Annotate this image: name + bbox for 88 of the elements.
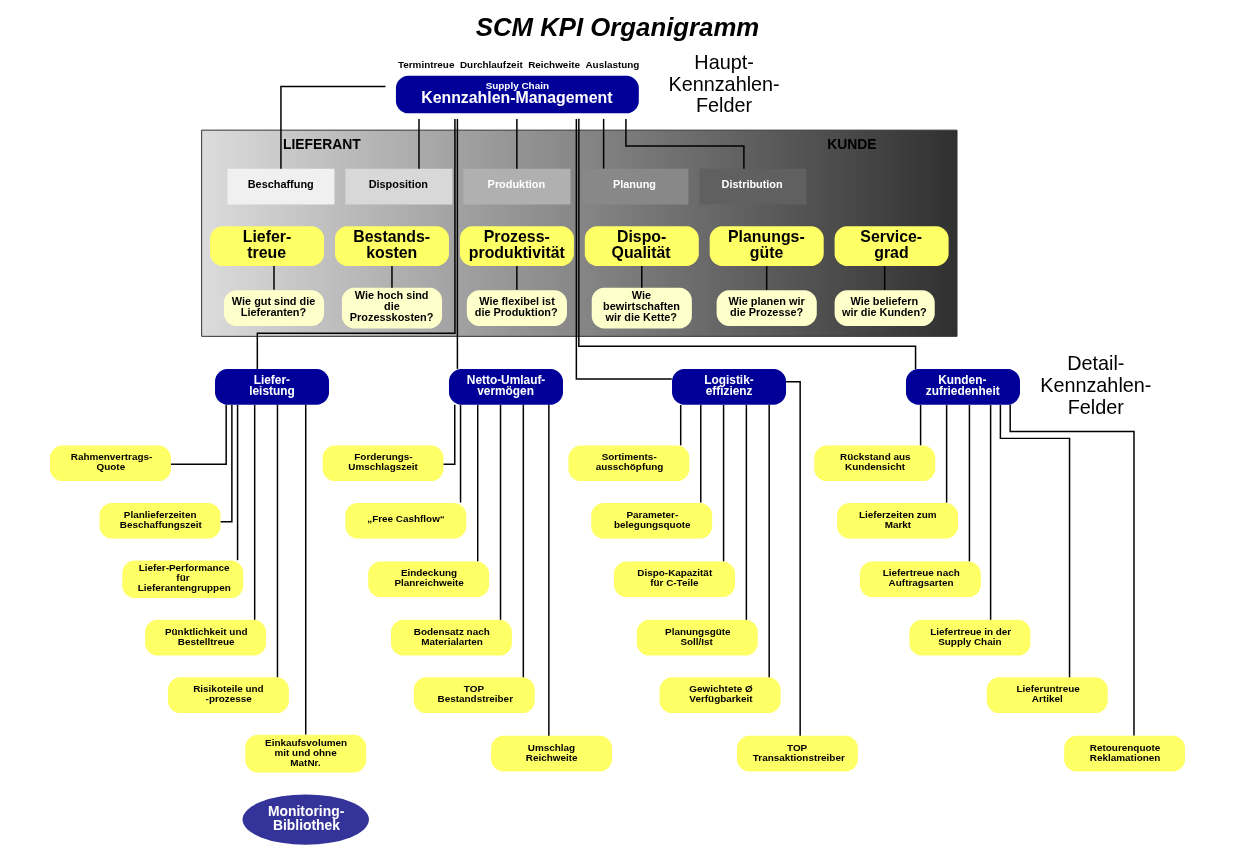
- connector: [767, 404, 770, 678]
- node-box: „Free Cashflow“: [344, 502, 466, 539]
- connector: [765, 265, 767, 291]
- node-box: Produktion: [462, 168, 570, 205]
- connector: [169, 404, 227, 465]
- node-box: Gewichtete Ø Verfügbarkeit: [659, 677, 781, 714]
- node-box: Netto-Umlauf- vermögen: [448, 369, 563, 405]
- label: Detail- Kennzahlen- Felder: [1039, 352, 1151, 418]
- node-box: Pünktlichkeit und Bestelltreue: [144, 619, 266, 656]
- node-box: Wie planen wir die Prozesse?: [716, 290, 817, 326]
- node-box: TOP Bestandstreiber: [413, 677, 535, 714]
- connector: [989, 404, 991, 621]
- connector: [945, 404, 947, 504]
- diagram-title: SCM KPI Organigramm: [475, 12, 759, 41]
- connector: [919, 404, 921, 447]
- connector: [476, 404, 478, 563]
- connector: [515, 118, 518, 170]
- connector: [272, 265, 275, 291]
- connector: [304, 404, 306, 736]
- connector: [699, 404, 701, 504]
- node-box: Prozess- produktivität: [459, 226, 574, 266]
- node-box: Dispo- Qualität: [584, 226, 699, 266]
- node-box: Liefertreue in der Supply Chain: [908, 619, 1030, 656]
- node-box: Bodensatz nach Materialarten: [390, 619, 512, 656]
- connector: [279, 85, 386, 170]
- node-box: Liefer- leistung: [214, 369, 329, 405]
- node-box: TOP Transaktionstreiber: [736, 735, 858, 772]
- node-box: Service- grad: [834, 226, 949, 266]
- node-box: Wie bewirtschaften wir die Kette?: [591, 287, 692, 329]
- node-box: Lieferuntreue Artikel: [986, 677, 1108, 714]
- node-box: Wie gut sind die Lieferanten?: [223, 290, 324, 326]
- connector: [547, 404, 550, 737]
- node-box: Retourenquote Reklamationen: [1063, 735, 1185, 772]
- connector: [442, 404, 455, 465]
- connector: [640, 265, 643, 289]
- connector: [459, 404, 461, 504]
- connector: [577, 118, 916, 370]
- connector: [968, 404, 970, 563]
- connector: [883, 265, 885, 291]
- node-box: Umschlag Reichweite: [490, 735, 612, 772]
- node-box: Rückstand aus Kundensicht: [813, 445, 935, 482]
- node-box: Supply Chain Kennzahlen-Management: [395, 75, 639, 114]
- node-box: Rahmenvertrags- Quote: [49, 445, 171, 482]
- connector: [679, 404, 681, 447]
- node-box: Planungs- güte: [709, 226, 824, 266]
- connector: [602, 118, 604, 170]
- node-box: Kunden- zufriedenheit: [905, 369, 1020, 405]
- connector: [256, 118, 456, 370]
- connector: [276, 404, 278, 678]
- connector: [999, 404, 1070, 678]
- connector: [417, 118, 420, 170]
- connector: [575, 118, 672, 380]
- node-box: Logistik- effizienz: [671, 369, 786, 405]
- node-box: Dispo-Kapazität für C-Teile: [613, 561, 735, 598]
- node-box: Eindeckung Planreichweite: [367, 561, 489, 598]
- connector: [253, 404, 255, 621]
- node-box: Disposition: [344, 168, 452, 205]
- node-box: Planlieferzeiten Beschaffungszeit: [99, 502, 220, 539]
- connector: [390, 265, 393, 289]
- node-box: Wie beliefern wir die Kunden?: [834, 290, 935, 326]
- node-box: Distribution: [698, 168, 806, 205]
- connector: [236, 404, 238, 561]
- node-box: Einkaufsvolumen mit und ohne MatNr.: [244, 734, 366, 773]
- node-box: Bestands- kosten: [334, 226, 449, 266]
- node-box: Forderungs- Umschlagszeit: [322, 445, 443, 482]
- connector: [745, 404, 747, 621]
- node-box: Wie flexibel ist die Produktion?: [466, 290, 567, 326]
- node-box: Wie hoch sind die Prozesskosten?: [341, 287, 442, 329]
- node-label: Termintreue Durchlaufzeit Reichweite Auslastung: [397, 58, 639, 70]
- connector: [499, 404, 501, 621]
- node-box: Liefer-Performance für Lieferantengruppen: [121, 560, 243, 599]
- connector: [1008, 404, 1135, 737]
- label: Haupt- Kennzahlen- Felder: [667, 50, 780, 117]
- node-box: Parameter- belegungsquote: [590, 502, 712, 539]
- node-box: Sortiments- ausschöpfung: [567, 445, 689, 482]
- node-box: Planungsgüte Soll/Ist: [636, 619, 758, 656]
- node-box: Liefertreue nach Auftragsarten: [859, 561, 981, 598]
- connector: [456, 118, 458, 370]
- node-box: Risikoteile und -prozesse: [167, 677, 289, 714]
- connector: [219, 404, 233, 523]
- connector: [624, 118, 745, 170]
- connector: [722, 404, 724, 563]
- node-box: Liefer- treue: [209, 226, 324, 266]
- node-ellipse: Monitoring- Bibliothek: [242, 794, 369, 845]
- connector: [522, 404, 524, 678]
- node-box: Lieferzeiten zum Markt: [836, 502, 958, 539]
- node-box: Beschaffung: [226, 168, 334, 205]
- connector: [515, 265, 518, 291]
